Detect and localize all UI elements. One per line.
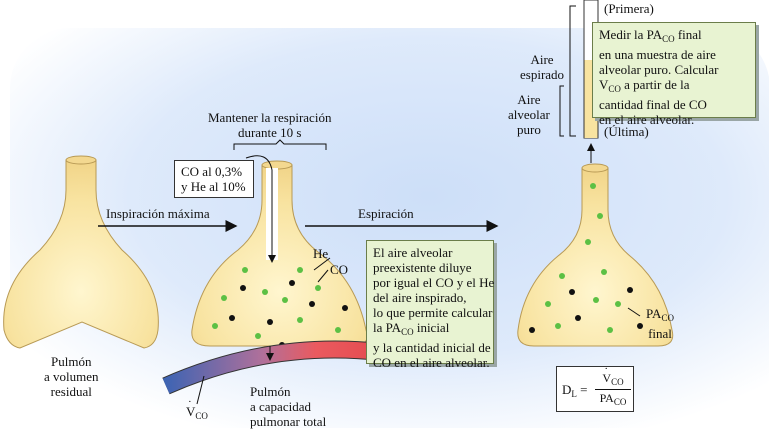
lung-final xyxy=(517,163,674,347)
formula-numerator: ·VCO xyxy=(602,363,624,387)
label-aire-alveolar-puro: Aire alveolar puro xyxy=(508,92,550,137)
note-right-line1: Medir la PA xyxy=(599,27,663,42)
label-aire-espirado: Aire espirado xyxy=(520,52,565,82)
label-espiracion: Espiración xyxy=(358,206,414,221)
formula-equals: = xyxy=(580,382,588,397)
label-primera: (Primera) xyxy=(604,1,654,16)
pa-co-subscript: CO xyxy=(661,313,674,323)
label-he-concentration: y He al 10% xyxy=(181,179,246,194)
note-right-v-sub: CO xyxy=(608,84,621,94)
note-middle-text2: y la cantidad inicial de CO en el aire a… xyxy=(373,340,491,370)
note-middle-inicial: inicial xyxy=(413,320,450,335)
note-right-middle: en una muestra de aire alveolar puro. Ca… xyxy=(599,47,719,77)
formula-lhs: DL = xyxy=(562,382,587,402)
formula-pa-sub: CO xyxy=(613,397,627,407)
formula-denominator: PACO xyxy=(595,391,631,410)
v-co-letter: V xyxy=(186,404,196,419)
label-mantener-respiracion: Mantener la respiración durante 10 s xyxy=(208,110,332,140)
inspired-gas-box: CO al 0,3% y He al 10% xyxy=(174,160,254,198)
note-dilution: El aire alveolar preexistente diluye por… xyxy=(366,240,495,370)
label-inspiracion-maxima: Inspiración máxima xyxy=(106,206,210,221)
note-right-tail: cantidad final de CO en el aire alveolar… xyxy=(599,97,707,127)
v-co-subscript: CO xyxy=(195,411,208,421)
label-pa-co-final: PACO final xyxy=(646,306,674,341)
label-v-co: · VCO xyxy=(186,396,208,421)
note-right-line1-end: final xyxy=(674,27,702,42)
formula-dl: DL = ·VCO PACO xyxy=(556,363,634,412)
label-pulmon-capacidad-total: Pulmón a capacidad pulmonar total xyxy=(250,384,327,429)
note-middle-pa-sub: CO xyxy=(401,327,414,337)
formula-d-sub: L xyxy=(571,389,577,399)
note-right-line1-sub: CO xyxy=(662,34,675,44)
formula-fraction-bar xyxy=(595,389,631,390)
label-co-concentration: CO al 0,3% xyxy=(181,164,243,179)
pa-co-letters: PA xyxy=(646,306,662,321)
formula-v-sub: CO xyxy=(611,377,624,387)
label-pulmon-volumen-residual: Pulmón a volumen residual xyxy=(44,354,99,399)
note-measure-final: Medir la PACO final en una muestra de ai… xyxy=(592,22,756,127)
formula-d: D xyxy=(562,382,572,397)
formula-pa: PA xyxy=(599,391,614,405)
note-middle-pa: la PA xyxy=(373,320,402,335)
label-he: He xyxy=(313,246,329,261)
note-right-line4-end: a partir de la xyxy=(620,77,690,92)
label-ultima: (Última) xyxy=(604,124,649,139)
gas-dots-lung-final xyxy=(529,183,643,333)
note-right-v: V xyxy=(599,77,609,92)
formula-v: V xyxy=(602,371,612,385)
lung-residual xyxy=(3,155,159,349)
label-final: final xyxy=(648,326,672,341)
label-co: CO xyxy=(330,262,349,277)
note-middle-text1: El aire alveolar preexistente diluye por… xyxy=(373,245,495,320)
